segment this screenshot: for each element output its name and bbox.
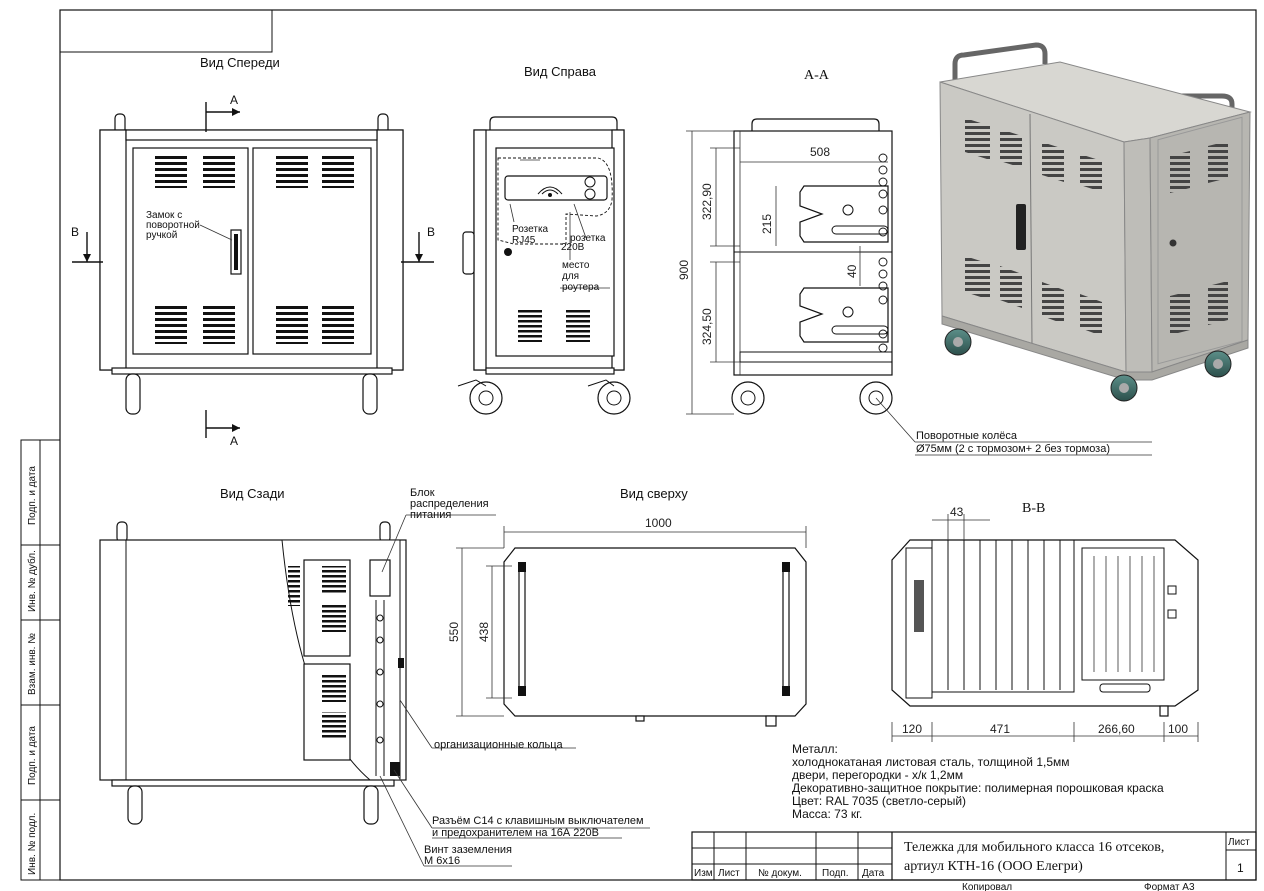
callout-router-1: место	[562, 260, 590, 271]
dim-1000: 1000	[645, 516, 672, 530]
dim-471: 471	[990, 722, 1010, 736]
section-mark-b-left: В	[71, 225, 79, 239]
callout-router-2: для	[562, 271, 579, 282]
side-stamp-replace-inv: Взам. инв. №	[27, 633, 38, 695]
front-view	[72, 102, 434, 438]
col-date: Дата	[862, 868, 885, 879]
section-mark-a-bottom: А	[230, 434, 238, 448]
dim-43: 43	[950, 505, 964, 519]
view-title-section-bb: В-В	[1022, 501, 1045, 516]
col-izm: Изм.	[694, 868, 715, 879]
note-line-6: Масса: 73 кг.	[792, 807, 862, 821]
side-stamp-sign-date-2: Подп. и дата	[27, 726, 38, 785]
dim-900: 900	[677, 260, 691, 280]
callout-power-2: распределения	[410, 498, 489, 510]
view-title-section-aa: А-А	[804, 68, 830, 83]
callout-screw-2: М 6x16	[424, 855, 460, 867]
view-title-top: Вид сверху	[620, 486, 688, 501]
dim-120: 120	[902, 722, 922, 736]
dim-215: 215	[760, 214, 774, 234]
side-stamp: Подп. и дата Инв. № дубл. Взам. инв. № П…	[26, 466, 38, 875]
callout-power-3: питания	[410, 509, 451, 521]
callout-lock-1: Замок с	[146, 210, 182, 221]
callout-c14-1: Разъём С14 с клавишным выключателем	[432, 815, 644, 827]
note-line-4: Декоративно-защитное покрытие: полимерна…	[792, 781, 1164, 795]
callout-screw-1: Винт заземления	[424, 844, 512, 856]
callout-socket-1: розетка	[570, 233, 606, 244]
callout-router-3: роутера	[562, 282, 600, 293]
callout-c14-2: и предохранителем на 16А 220В	[432, 827, 599, 839]
callout-lock-2: поворотной	[146, 220, 200, 231]
callout-socket-2: 220В	[561, 242, 585, 253]
title-line-2: артиул КТН-16 (ООО Елегри)	[904, 859, 1083, 874]
dim-322-90: 322,90	[700, 183, 714, 220]
callout-lock-3: ручкой	[146, 230, 177, 241]
view-title-rear: Вид Сзади	[220, 486, 285, 501]
col-list: Лист	[718, 868, 740, 879]
format-label: Формат А3	[1144, 882, 1195, 891]
dim-40: 40	[845, 264, 859, 278]
copied-label: Копировал	[962, 882, 1012, 891]
material-notes: Металл: холоднокатаная листовая сталь, т…	[792, 742, 1164, 821]
callout-rj45-2: RJ45	[512, 235, 536, 246]
side-stamp-sign-date-1: Подп. и дата	[27, 466, 38, 525]
view-title-front: Вид Спереди	[200, 55, 280, 70]
side-stamp-orig-inv: Инв. № подл.	[27, 813, 38, 875]
dim-100: 100	[1168, 722, 1188, 736]
title-block	[691, 831, 1257, 881]
col-doc: № докум.	[758, 868, 802, 879]
callout-rj45-1: Розетка	[512, 224, 549, 235]
note-line-5: Цвет: RAL 7035 (светло-серый)	[792, 794, 966, 808]
sheet-frame	[20, 9, 1257, 881]
top-view	[456, 526, 807, 727]
note-line-2: холоднокатаная листовая сталь, толщиной …	[792, 755, 1070, 769]
cart-3d-render	[939, 42, 1252, 402]
callout-wheels-2: Ø75мм (2 с тормозом+ 2 без тормоза)	[916, 443, 1110, 455]
section-bb-view	[891, 514, 1199, 742]
right-view	[457, 116, 631, 415]
section-mark-b-right: В	[427, 225, 435, 239]
sheet-number: 1	[1237, 861, 1244, 875]
col-sign: Подп.	[822, 868, 849, 879]
callout-rings: организационные кольца	[434, 739, 564, 751]
note-line-1: Металл:	[792, 742, 838, 756]
dim-438: 438	[477, 622, 491, 642]
side-stamp-dup-inv: Инв. № дубл.	[26, 550, 38, 612]
dim-508: 508	[810, 145, 830, 159]
view-title-right: Вид Справа	[524, 64, 597, 79]
sheet-label: Лист	[1228, 837, 1250, 848]
dim-266-60: 266,60	[1098, 722, 1135, 736]
dim-550: 550	[447, 622, 461, 642]
section-mark-a-top: А	[230, 93, 238, 107]
callout-wheels-1: Поворотные колёса	[916, 430, 1018, 442]
title-line-1: Тележка для мобильного класса 16 отсеков…	[904, 840, 1164, 855]
rear-view	[99, 514, 650, 867]
dim-324-50: 324,50	[700, 308, 714, 345]
callout-power-1: Блок	[410, 487, 435, 499]
section-aa-view	[686, 118, 1152, 456]
note-line-3: двери, перегородки - х/к 1,2мм	[792, 768, 963, 782]
